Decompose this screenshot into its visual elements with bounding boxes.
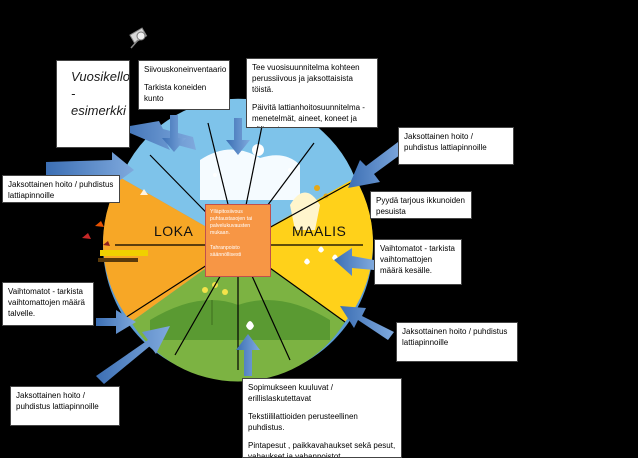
box-left1: Jaksottainen hoito / puhdistus lattiapin…: [2, 175, 120, 203]
arrow-siivous: [162, 115, 186, 152]
season-label-autumn: LOKA: [154, 223, 194, 239]
arrow-left2: [96, 310, 136, 334]
box-right1: Jaksottainen hoito / puhdistus lattiapin…: [398, 127, 514, 165]
box-right1-text: Jaksottainen hoito / puhdistus lattiapin…: [404, 132, 487, 152]
autumn-scenery: [82, 189, 148, 262]
arrow-right1: [348, 142, 404, 188]
center-text-1: Ylläpitosiivous puhtaustasojen tai palve…: [210, 209, 253, 236]
box-left1-text: Jaksottainen hoito / puhdistus lattiapin…: [8, 180, 114, 200]
spring-quadrant: [238, 178, 373, 322]
box-bottom-text-1: Sopimukseen kuuluvat / erillislaskutetta…: [248, 383, 333, 403]
center-text-2: Tahranpoisto säännöllisesti: [210, 245, 242, 258]
box-right3: Vaihtomatot - tarkista vaihtomattojen mä…: [374, 239, 462, 285]
box-vuosi-text-2: Päivitä lattianhoitosuunnitelma - menete…: [252, 103, 365, 127]
box-left3-text: Jaksottainen hoito / puhdistus lattiapin…: [16, 391, 99, 411]
box-right4-text: Jaksottainen hoito / puhdistus lattiapin…: [402, 327, 508, 347]
arrow-left3: [96, 326, 170, 384]
box-right4: Jaksottainen hoito / puhdistus lattiapin…: [396, 322, 518, 362]
arrow-vuosi: [226, 118, 250, 155]
title-note: Vuosikello - esimerkki: [56, 60, 130, 148]
arrow-right4: [340, 306, 394, 340]
box-right3-text: Vaihtomatot - tarkista vaihtomattojen mä…: [380, 244, 455, 275]
arrow-right3: [334, 248, 374, 276]
season-label-spring: MAALIS: [292, 223, 347, 239]
arrow-bottom: [236, 334, 260, 376]
center-maintenance-box: Ylläpitosiivous puhtaustasojen tai palve…: [205, 204, 271, 277]
box-bottom-text-3: Pintapesut , paikkavahaukset sekä pesut,…: [248, 441, 396, 458]
box-bottom: Sopimukseen kuuluvat / erillislaskutetta…: [242, 378, 402, 458]
box-vuosi-text-1: Tee vuosisuunnitelma kohteen perussiivou…: [252, 63, 360, 94]
box-right2-text: Pyydä tarjous ikkunoiden pesuista: [376, 196, 465, 216]
pushpin-icon: [129, 27, 148, 49]
box-siivous-text-2: Tarkista koneiden kunto: [144, 83, 207, 103]
box-left2: Vaihtomatot - tarkista vaihtomattojen mä…: [2, 282, 94, 326]
box-siivous: Siivouskoneinventaario Tarkista koneiden…: [138, 60, 230, 110]
box-left2-text: Vaihtomatot - tarkista vaihtomattojen mä…: [8, 287, 85, 318]
box-siivous-text-1: Siivouskoneinventaario: [144, 65, 227, 74]
box-bottom-text-2: Tekstiililattioiden perusteellinen puhdi…: [248, 412, 358, 432]
box-right2: Pyydä tarjous ikkunoiden pesuista: [370, 191, 472, 219]
box-left3: Jaksottainen hoito / puhdistus lattiapin…: [10, 386, 120, 426]
winter-scenery: [200, 144, 300, 200]
autumn-quadrant: [103, 178, 239, 322]
box-vuosi: Tee vuosisuunnitelma kohteen perussiivou…: [246, 58, 378, 128]
summer-scenery: [150, 282, 330, 340]
